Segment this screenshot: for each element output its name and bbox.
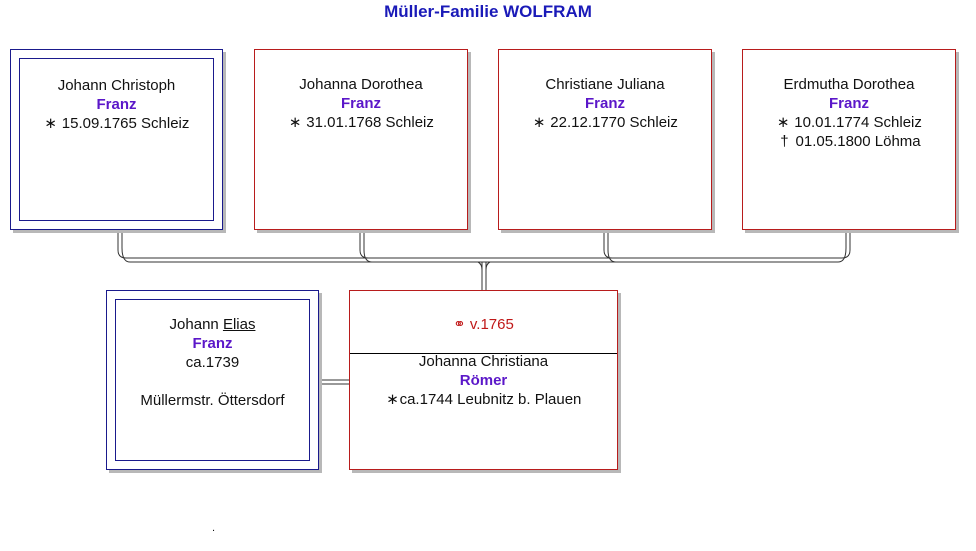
birth-date: 10.01.1774 Schleiz [794,114,922,131]
person-card-erdmutha-dorothea[interactable]: Erdmutha Dorothea Franz ∗ 10.01.1774 Sch… [742,49,956,230]
given-first: Johann [169,316,219,333]
birth-line: ∗ 15.09.1765 Schleiz [11,114,222,133]
surname: Franz [96,96,137,113]
given-name: Johann Christoph [57,77,176,94]
surname: Römer [459,372,508,389]
marriage-line: ⚭ v.1765 [350,315,617,334]
death-icon: † [780,133,789,150]
child-drop-2 [359,230,373,263]
given-name: Christiane Juliana [545,76,665,93]
birth-date: 22.12.1770 Schleiz [550,114,678,131]
birth-icon: ∗ [532,114,546,131]
birth-date: 15.09.1765 Schleiz [61,115,190,132]
marriage-icon: ⚭ [453,316,466,333]
person-card-johann-elias[interactable]: Johann Elias Franz ca.1739 Müllermstr. Ö… [106,290,319,470]
death-date: 01.05.1800 Löhma [795,133,921,150]
person-card-johanna-christiana[interactable]: ⚭ v.1765 Johanna Christiana Römer ∗ca.17… [349,290,618,470]
birth-line: ∗ca.1744 Leubnitz b. Plauen [350,390,617,409]
birth-line: ∗ 10.01.1774 Schleiz [743,113,955,132]
surname: Franz [192,335,233,352]
birth-icon: ∗ [776,114,790,131]
birth-date: 31.01.1768 Schleiz [306,114,434,131]
card-inner-frame [19,58,214,221]
surname: Franz [340,95,381,112]
birth-icon: ∗ [288,114,302,131]
birth-date: ca.1739 [185,354,240,371]
child-drop-3 [603,230,617,263]
death-line: † 01.05.1800 Löhma [743,132,955,151]
surname: Franz [584,95,625,112]
page-title: Müller-Familie WOLFRAM [384,2,592,21]
birth-icon: ∗ [386,391,399,408]
spouse-link [320,379,349,385]
given-name: Johann Elias [107,315,318,334]
couple-stem [481,262,487,290]
marriage-separator [350,353,617,354]
birth-date: ca.1744 Leubnitz b. Plauen [399,391,582,408]
occupation: Müllermstr. Öttersdorf [140,392,285,409]
birth-line: ∗ 22.12.1770 Schleiz [499,113,711,132]
card-inner-frame [115,299,310,461]
given-name: Johanna Christiana [418,353,549,370]
person-card-johann-christoph[interactable]: Johann Christoph Franz ∗ 15.09.1765 Schl… [10,49,223,230]
footer-mark: . [212,522,216,534]
given-name: Johanna Dorothea [299,76,423,93]
marriage-date: v.1765 [469,316,514,333]
given-name: Erdmutha Dorothea [783,76,915,93]
given-call-name: Elias [222,316,256,333]
children-bar [117,230,851,259]
person-card-johanna-dorothea[interactable]: Johanna Dorothea Franz ∗ 31.01.1768 Schl… [254,49,468,230]
surname: Franz [828,95,869,112]
birth-line: ∗ 31.01.1768 Schleiz [255,113,467,132]
birth-icon: ∗ [44,115,57,132]
person-card-christiane-juliana[interactable]: Christiane Juliana Franz ∗ 22.12.1770 Sc… [498,49,712,230]
